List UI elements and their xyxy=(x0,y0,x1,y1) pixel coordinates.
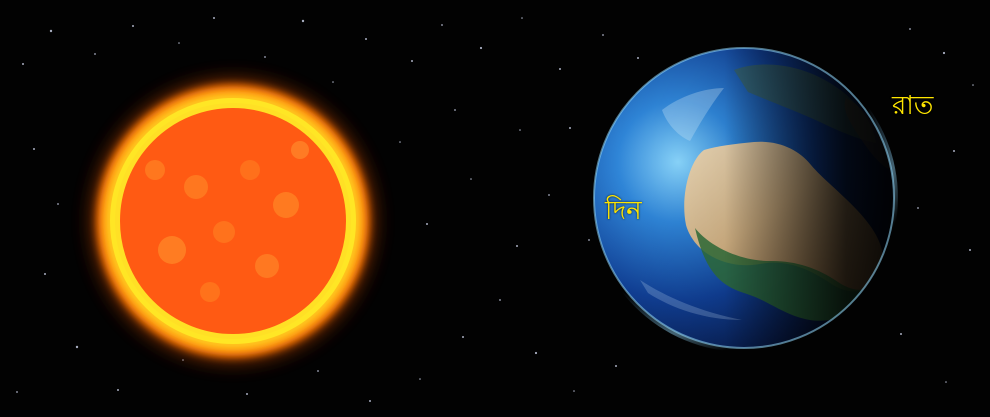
sun xyxy=(82,70,384,372)
night-label: রাত xyxy=(892,91,934,121)
earth xyxy=(590,44,898,352)
stars xyxy=(16,17,974,402)
day-label: দিন xyxy=(605,196,642,226)
